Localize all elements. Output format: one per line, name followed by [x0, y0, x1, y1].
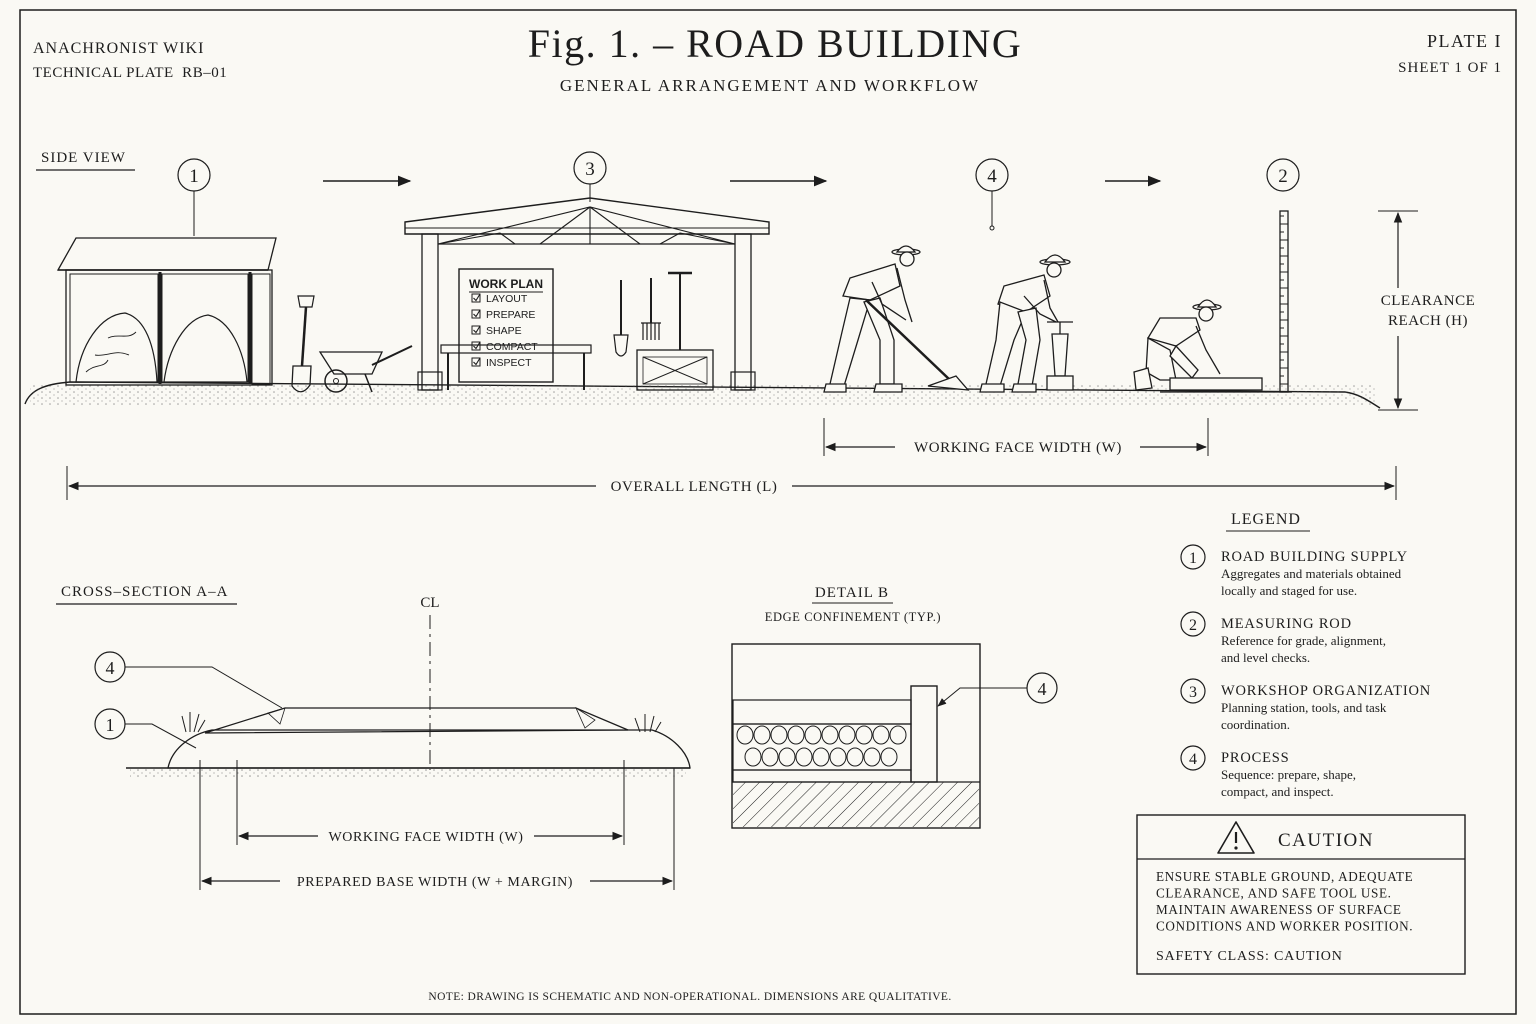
plate-code-label: TECHNICAL PLATE RB–01 [33, 65, 227, 81]
callout-3: 3 [573, 151, 607, 202]
legend-item-desc: locally and staged for use. [1221, 583, 1357, 598]
base-layer [167, 729, 691, 769]
legend-item-desc: Sequence: prepare, shape, [1221, 767, 1356, 782]
callout-4: 4 [975, 158, 1009, 231]
legend-item-name: WORKSHOP ORGANIZATION [1221, 683, 1431, 699]
callout-1: 1 [177, 158, 211, 236]
workshop [404, 197, 770, 391]
checkbox-icon [471, 309, 481, 319]
clearance-label: CLEARANCE [1381, 293, 1476, 309]
section-callout-1: 1 [94, 708, 197, 749]
legend-number: 1 [1189, 550, 1197, 567]
warning-triangle-icon [1217, 821, 1255, 854]
centerline-label: CL [420, 595, 439, 611]
page-subtitle: GENERAL ARRANGEMENT AND WORKFLOW [560, 76, 980, 95]
legend-item-desc: Aggregates and materials obtained [1221, 566, 1402, 581]
work-plan-title: WORK PLAN [469, 277, 543, 291]
cross-section: CROSS–SECTION A–A CL 4 1 [56, 584, 691, 890]
caution-box: CAUTION ENSURE STABLE GROUND, ADEQUATE CL… [1136, 814, 1466, 975]
detail-callout-4: 4 [937, 672, 1058, 707]
sheet-number: SHEET 1 OF 1 [1398, 60, 1502, 76]
side-view: SIDE VIEW 1 3 4 2 [24, 150, 1476, 500]
overall-length-dimension: OVERALL LENGTH (L) [66, 466, 1397, 500]
svg-text:2: 2 [1278, 166, 1288, 187]
wheelbarrow-icon [318, 345, 413, 393]
reach-label: REACH (H) [1388, 313, 1468, 329]
legend-item-desc: compact, and inspect. [1221, 784, 1334, 799]
worker-raking [823, 245, 970, 393]
detail-b: DETAIL B EDGE CONFINEMENT (TYP.) 4 [731, 585, 1058, 829]
detail-b-subtitle: EDGE CONFINEMENT (TYP.) [765, 610, 941, 624]
legend-item-name: MEASURING ROD [1221, 616, 1352, 632]
prepared-base-label: PREPARED BASE WIDTH (W + MARGIN) [297, 875, 573, 890]
overall-length-label: OVERALL LENGTH (L) [611, 479, 778, 495]
legend-item-desc: and level checks. [1221, 650, 1310, 665]
svg-text:1: 1 [189, 166, 199, 187]
checkbox-icon [471, 357, 481, 367]
work-plan-item: LAYOUT [486, 293, 528, 305]
legend-number: 4 [1189, 751, 1197, 768]
checkbox-icon [471, 293, 481, 303]
svg-text:4: 4 [987, 166, 997, 187]
outer-frame [19, 9, 1517, 1015]
work-plan-item: PREPARE [486, 309, 535, 321]
svg-text:4: 4 [106, 658, 115, 678]
measuring-rod [1160, 210, 1292, 393]
caution-title: CAUTION [1278, 830, 1374, 851]
svg-text:4: 4 [1038, 679, 1047, 699]
working-face-label: WORKING FACE WIDTH (W) [914, 440, 1122, 456]
publisher-label: ANACHRONIST WIKI [33, 40, 204, 57]
surface-course [204, 707, 629, 734]
checkbox-icon [471, 341, 481, 351]
worker-inspecting [1133, 299, 1263, 391]
legend-item-desc: Reference for grade, alignment, [1221, 633, 1386, 648]
svg-text:1: 1 [106, 715, 115, 735]
header: ANACHRONIST WIKI TECHNICAL PLATE RB–01 F… [33, 21, 1502, 95]
detail-b-title: DETAIL B [815, 585, 889, 601]
worker-compacting [979, 254, 1074, 393]
side-view-label: SIDE VIEW [41, 150, 126, 166]
caution-text-line: CLEARANCE, AND SAFE TOOL USE. [1156, 886, 1392, 901]
legend-item-desc: Planning station, tools, and task [1221, 700, 1387, 715]
svg-text:3: 3 [585, 159, 595, 180]
work-plan-item: INSPECT [486, 357, 532, 369]
checkbox-icon [471, 325, 481, 335]
cross-section-label: CROSS–SECTION A–A [61, 584, 228, 600]
work-plan-item: SHAPE [486, 325, 522, 337]
plate-number: PLATE I [1427, 31, 1502, 51]
work-plan-item: COMPACT [486, 341, 538, 353]
legend-item-name: ROAD BUILDING SUPPLY [1221, 549, 1408, 565]
safety-class: SAFETY CLASS: CAUTION [1156, 949, 1343, 964]
legend-number: 2 [1189, 617, 1197, 634]
legend-item-desc: coordination. [1221, 717, 1290, 732]
supply-shed [56, 237, 277, 386]
work-plan-board: WORK PLAN LAYOUT PREPARE SHAPE COMPACT INSPE… [458, 268, 554, 383]
clearance-dimension: CLEARANCE REACH (H) [1378, 210, 1476, 411]
section-working-face-label: WORKING FACE WIDTH (W) [328, 830, 523, 845]
callout-2: 2 [1266, 158, 1300, 192]
page-title: Fig. 1. – ROAD BUILDING [528, 21, 1023, 66]
drawing-note: NOTE: DRAWING IS SCHEMATIC AND NON-OPERA… [428, 991, 951, 1003]
working-face-dimension: WORKING FACE WIDTH (W) [823, 418, 1209, 456]
legend-item-name: PROCESS [1221, 750, 1289, 766]
shovel-icon [291, 295, 315, 393]
caution-text-line: MAINTAIN AWARENESS OF SURFACE [1156, 902, 1401, 917]
caution-text-line: ENSURE STABLE GROUND, ADEQUATE [1156, 869, 1413, 884]
legend-title: LEGEND [1231, 511, 1301, 528]
legend-number: 3 [1189, 684, 1197, 701]
section-callout-4: 4 [94, 651, 283, 709]
caution-text-line: CONDITIONS AND WORKER POSITION. [1156, 919, 1413, 934]
